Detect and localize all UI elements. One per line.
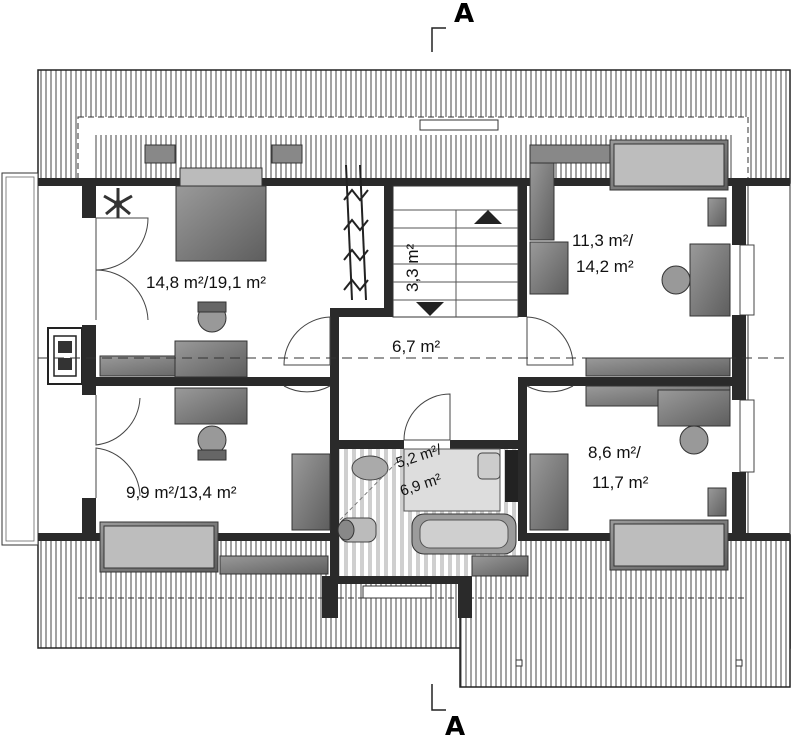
section-line	[38, 27, 790, 711]
room-area-stairs: 3,3 m²	[403, 243, 422, 292]
room-area-bedroom-3-line2: 14,2 m²	[576, 257, 634, 276]
bathroom	[337, 448, 518, 599]
section-marker-bottom: A	[445, 712, 465, 739]
furniture	[99, 119, 731, 577]
room-area-bedroom-4-line1: 8,6 m²/	[588, 443, 641, 462]
room-area-hall: 6,7 m²	[392, 337, 441, 356]
room-area-bedroom-2: 9,9 m²/13,4 m²	[126, 483, 237, 502]
room-area-bedroom-3-line1: 11,3 m²/	[572, 231, 633, 250]
room-area-bedroom-1: 14,8 m²/19,1 m²	[146, 273, 266, 292]
plant-icon	[103, 188, 133, 218]
room-area-bedroom-4-line2: 11,7 m²	[592, 473, 649, 492]
door-swings	[95, 217, 574, 498]
section-marker-top: A	[454, 0, 474, 29]
right-side	[739, 182, 791, 536]
staircase	[343, 164, 519, 318]
left-balcony	[1, 172, 83, 546]
